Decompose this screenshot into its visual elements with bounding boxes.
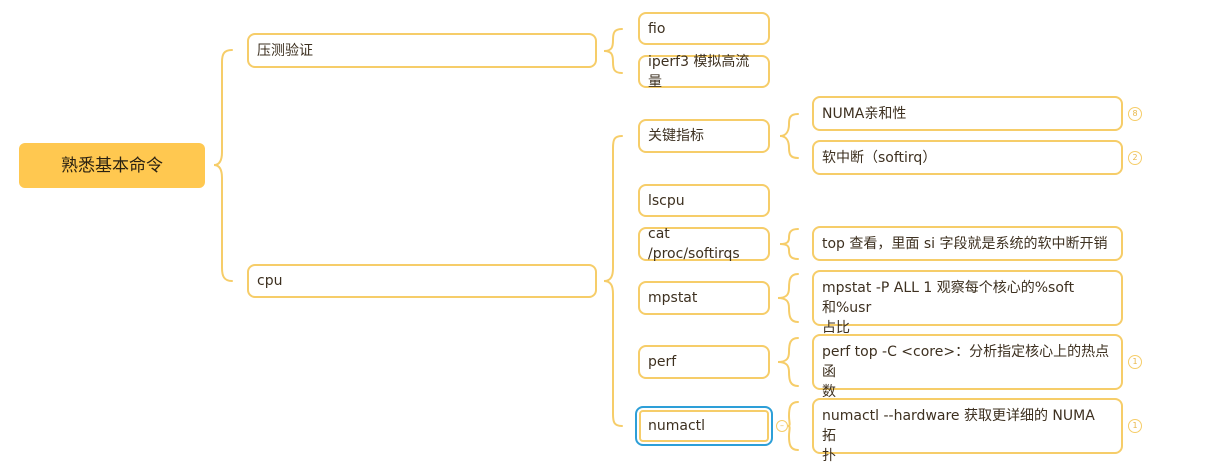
perf-note-badge: 1 — [1128, 355, 1142, 369]
root-label: 熟悉基本命令 — [61, 155, 163, 176]
numa-affinity-badge: 8 — [1128, 107, 1142, 121]
softirq-badge: 2 — [1128, 151, 1142, 165]
cpu-brace — [603, 135, 623, 427]
mpstat-node[interactable]: mpstat — [638, 281, 770, 315]
fio-node[interactable]: fio — [638, 12, 770, 45]
softirqs-node[interactable]: cat /proc/softirqs — [638, 226, 770, 262]
collapse-toggle-icon[interactable]: – — [776, 420, 788, 432]
root-node[interactable]: 熟悉基本命令 — [19, 143, 205, 188]
numactl-node[interactable]: numactl — [635, 406, 773, 446]
softirqs-link — [779, 228, 799, 260]
stress-test-node[interactable]: 压测验证 — [247, 33, 597, 68]
numactl-note-badge: 1 — [1128, 419, 1142, 433]
numactl-note-node[interactable]: numactl --hardware 获取更详细的 NUMA 拓 扑 — [812, 398, 1123, 464]
mpstat-note-node[interactable]: mpstat -P ALL 1 观察每个核心的%soft和%usr 占比 — [812, 270, 1123, 336]
stress-brace — [603, 28, 623, 74]
cpu-node[interactable]: cpu — [247, 264, 597, 298]
perf-link — [777, 337, 799, 387]
perf-note-node[interactable]: perf top -C <core>：分析指定核心上的热点函 数 — [812, 334, 1123, 400]
lscpu-node[interactable]: lscpu — [638, 184, 770, 217]
numa-affinity-node[interactable]: NUMA亲和性 — [812, 96, 1123, 131]
root-brace — [213, 49, 233, 282]
perf-node[interactable]: perf — [638, 345, 770, 379]
key-metrics-node[interactable]: 关键指标 — [638, 119, 770, 153]
mpstat-link — [777, 273, 799, 323]
metrics-brace — [779, 113, 799, 159]
iperf3-node[interactable]: iperf3 模拟高流量 — [638, 54, 770, 90]
softirqs-note-node[interactable]: top 查看，里面 si 字段就是系统的软中断开销 — [812, 226, 1123, 261]
softirq-node[interactable]: 软中断（softirq） — [812, 140, 1123, 175]
numactl-link — [787, 401, 799, 451]
